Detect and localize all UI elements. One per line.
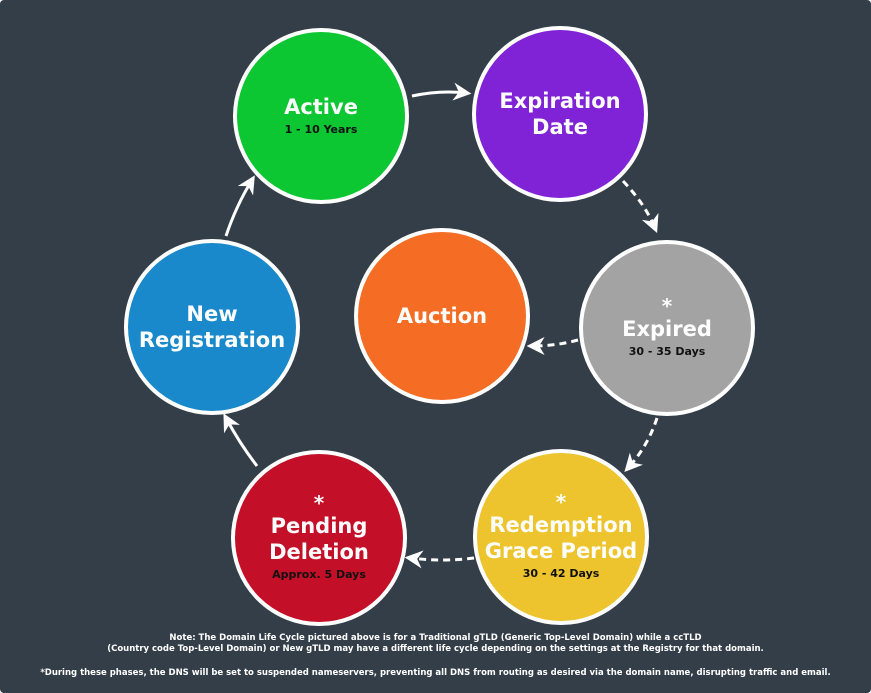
arrow-registration-to-active xyxy=(224,175,255,237)
arrow-pending-to-registration xyxy=(223,413,259,467)
pending-title-line2: Deletion xyxy=(269,540,369,564)
expired-asterisk: * xyxy=(661,294,673,318)
arrow-redemption-to-pending xyxy=(404,550,475,569)
redemption-title-line1: Redemption xyxy=(489,513,633,537)
arrow-expired-to-redemption xyxy=(624,417,659,472)
active-node: Active 1 - 10 Years xyxy=(233,28,409,204)
note-line-1: Note: The Domain Life Cycle pictured abo… xyxy=(169,633,702,643)
expired-node: * Expired 30 - 35 Days xyxy=(579,240,755,416)
auction-node: Auction xyxy=(354,228,530,404)
redemption-asterisk: * xyxy=(555,490,567,514)
new-registration-node: New Registration xyxy=(124,239,300,415)
expired-duration: 30 - 35 Days xyxy=(628,345,706,358)
arrow-expiration-to-expired xyxy=(621,179,659,233)
arrow-active-to-expiration xyxy=(411,82,472,101)
expiration-title-line1: Expiration xyxy=(499,89,621,113)
note-line-2: (Country code Top-Level Domain) or New g… xyxy=(107,644,764,654)
active-title: Active xyxy=(284,95,358,119)
pending-asterisk: * xyxy=(313,491,325,515)
registration-title-line1: New xyxy=(186,302,238,326)
expiration-title-line2: Date xyxy=(532,115,588,139)
redemption-node: * Redemption Grace Period 30 - 42 Days xyxy=(473,449,649,625)
active-duration: 1 - 10 Years xyxy=(284,123,358,136)
redemption-title-line2: Grace Period xyxy=(484,539,638,563)
dns-footnote: *During these phases, the DNS will be se… xyxy=(40,668,831,678)
redemption-duration: 30 - 42 Days xyxy=(522,567,600,580)
expiration-date-node: Expiration Date xyxy=(472,26,648,202)
auction-title: Auction xyxy=(396,304,488,328)
pending-deletion-node: * Pending Deletion Approx. 5 Days xyxy=(231,450,407,626)
registration-title-line2: Registration xyxy=(138,328,286,352)
arrow-expired-to-auction xyxy=(526,336,579,355)
pending-title-line1: Pending xyxy=(270,514,368,538)
expired-title: Expired xyxy=(622,317,712,341)
pending-duration: Approx. 5 Days xyxy=(272,568,366,581)
